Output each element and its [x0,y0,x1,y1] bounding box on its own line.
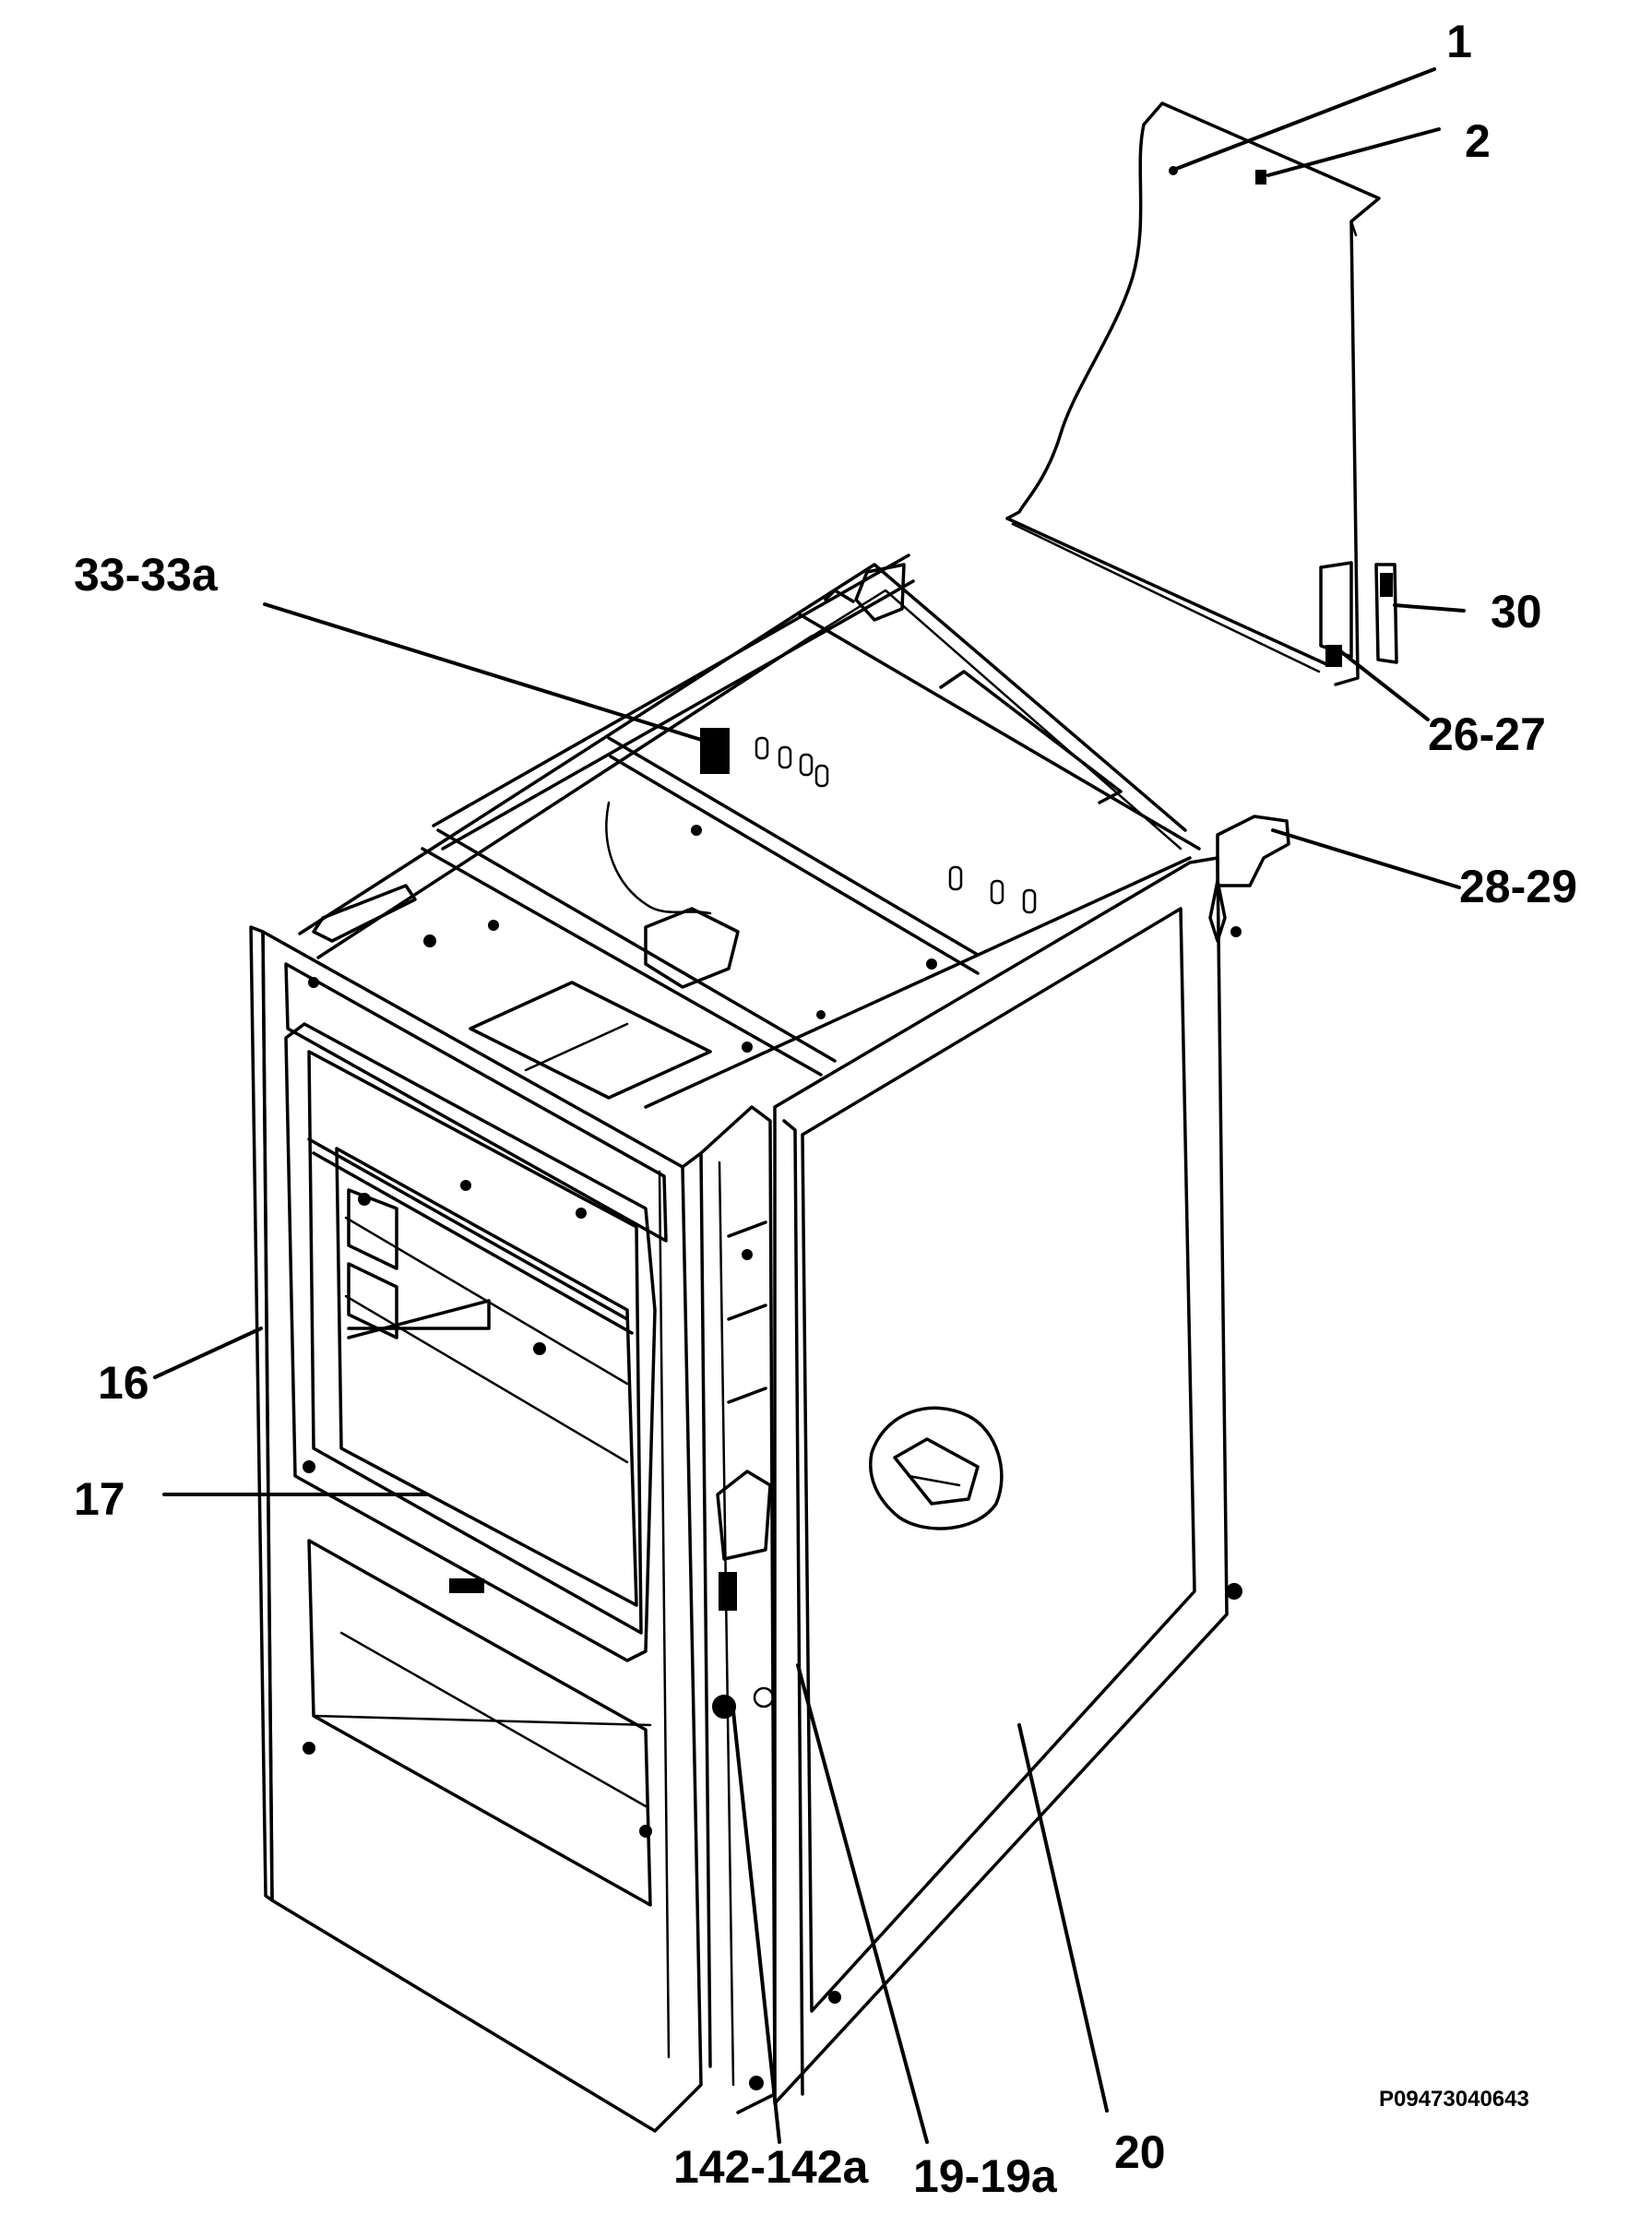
leader-lines [153,67,1466,2144]
callout-142-142a: 142-142a [673,2141,869,2193]
leader-28-29 [1271,828,1461,889]
leader-26-27 [1337,649,1430,721]
callout-1: 1 [1446,16,1472,67]
leader-20 [1017,1723,1109,2113]
middle-side-profile [699,1105,777,2114]
leader-19-19a [796,1663,929,2144]
callout-20: 20 [1114,2126,1166,2178]
callout-labels: 1 2 30 26-27 28-29 33-33a 16 17 142-142a… [74,16,1577,2202]
callout-2: 2 [1465,115,1491,167]
rear-panel [1005,101,1398,686]
drawing-code: P09473040643 [1379,2087,1529,2112]
leader-30 [1393,603,1466,613]
leader-1 [1174,67,1436,171]
leader-16 [153,1327,263,1379]
callout-16: 16 [98,1357,149,1409]
leader-33-33a [263,602,712,744]
top-chassis-frame [298,554,1201,1109]
callout-26-27: 26-27 [1428,708,1546,760]
callout-19-19a: 19-19a [913,2150,1058,2202]
front-oven-panel [249,925,712,2133]
right-side-panel [773,815,1290,2105]
callout-17: 17 [74,1473,125,1525]
vent-slots [755,736,1037,914]
leader-142-142a [731,1709,781,2144]
leader-2 [1266,127,1441,177]
callout-33-33a: 33-33a [74,549,219,601]
callout-28-29: 28-29 [1459,861,1577,912]
callout-30: 30 [1491,586,1542,637]
